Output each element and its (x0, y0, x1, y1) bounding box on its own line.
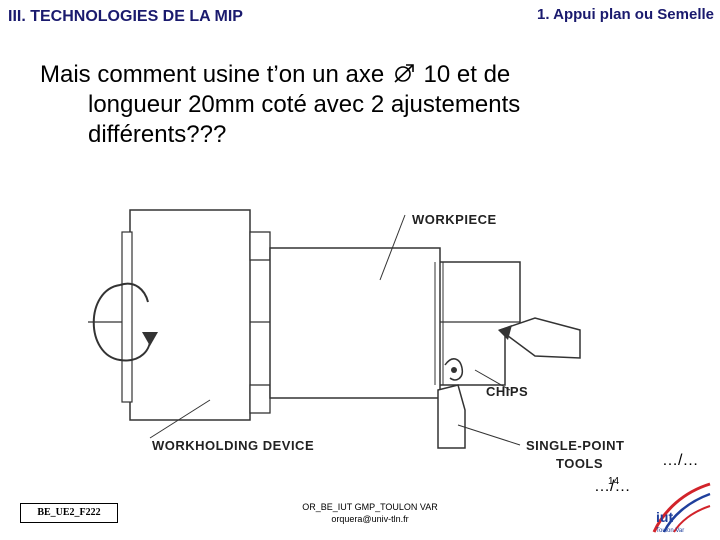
diameter-symbol-icon (391, 62, 417, 84)
logo-subtext: Toulon Var (656, 528, 684, 534)
footer-email: orquera@univ-tln.fr (331, 514, 409, 524)
tool-upper (498, 317, 581, 359)
continuation-marker-2: …/… (594, 478, 631, 495)
chuck-jaw-bottom (249, 384, 271, 414)
logo-text: iut (656, 509, 673, 525)
question-line-1: Mais comment usine t’on un axe 10 et de (40, 61, 510, 88)
label-workpiece: WORKPIECE (412, 212, 497, 227)
chuck-back-plate (121, 231, 133, 403)
page-number: 14 (608, 476, 620, 487)
tool-lower (437, 384, 466, 449)
section-title: III. TECHNOLOGIES DE LA MIP (8, 8, 243, 25)
footer-credits: OR_BE_IUT GMP_TOULON VAR orquera@univ-tl… (270, 501, 470, 525)
subsection-title: 1. Appui plan ou Semelle (537, 6, 714, 23)
label-workholding: WORKHOLDING DEVICE (152, 438, 314, 453)
label-tool-line1: SINGLE-POINT (526, 438, 624, 453)
document-reference: BE_UE2_F222 (20, 503, 118, 523)
continuation-marker: …/… (662, 452, 699, 469)
question-text: Mais comment usine t’on un axe 10 et de … (40, 60, 640, 150)
turning-diagram: WORKPIECE CHIPS WORKHOLDING DEVICE SINGL… (88, 209, 624, 471)
label-tool-line2: TOOLS (556, 456, 603, 471)
workpiece-body (269, 247, 441, 399)
question-line-3: différents??? (88, 121, 227, 148)
iut-toulon-logo-icon: iut Toulon Var (652, 482, 711, 534)
label-chips: CHIPS (486, 384, 528, 399)
question-line-1a: Mais comment usine t’on un axe (40, 61, 385, 88)
chuck-body (129, 209, 251, 421)
question-line-2: longueur 20mm coté avec 2 ajustements (88, 91, 521, 118)
question-line-1b: 10 et de (423, 61, 511, 88)
chuck-jaw-top (249, 231, 271, 261)
rotation-arrow (92, 284, 152, 362)
footer-line-1: OR_BE_IUT GMP_TOULON VAR (302, 502, 438, 512)
chips (444, 358, 464, 381)
